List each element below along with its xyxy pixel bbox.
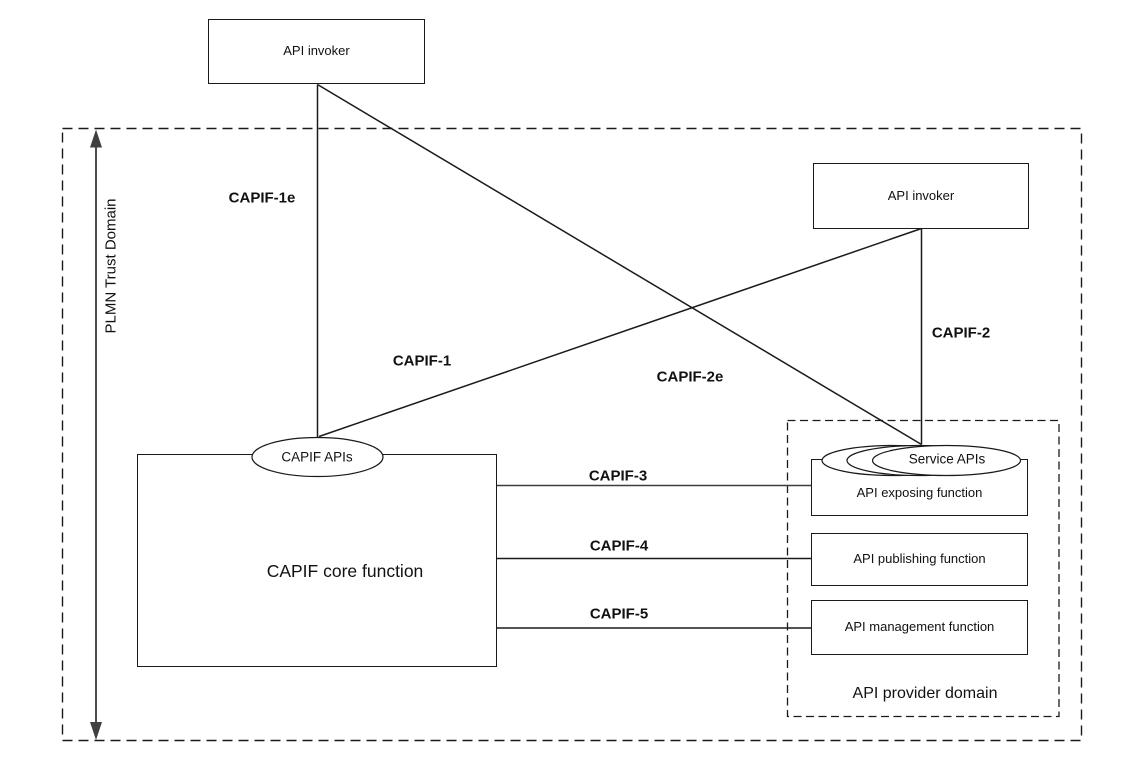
api-publishing-function-box: API publishing function: [811, 533, 1028, 586]
capif-core-function-box: CAPIF core function: [137, 454, 497, 667]
api-management-function-label: API management function: [844, 619, 995, 635]
api-management-function-box: API management function: [811, 600, 1028, 655]
api-invoker-internal-label: API invoker: [887, 187, 955, 203]
api-invoker-external-label: API invoker: [283, 43, 350, 59]
api-publishing-function-label: API publishing function: [853, 551, 986, 567]
api-exposing-function-label: API exposing function: [856, 485, 983, 501]
capif-core-function-label: CAPIF core function: [266, 561, 424, 582]
api-invoker-internal-box: API invoker: [813, 163, 1029, 229]
api-exposing-function-box: API exposing function: [811, 459, 1028, 516]
api-invoker-external-box: API invoker: [208, 19, 425, 84]
